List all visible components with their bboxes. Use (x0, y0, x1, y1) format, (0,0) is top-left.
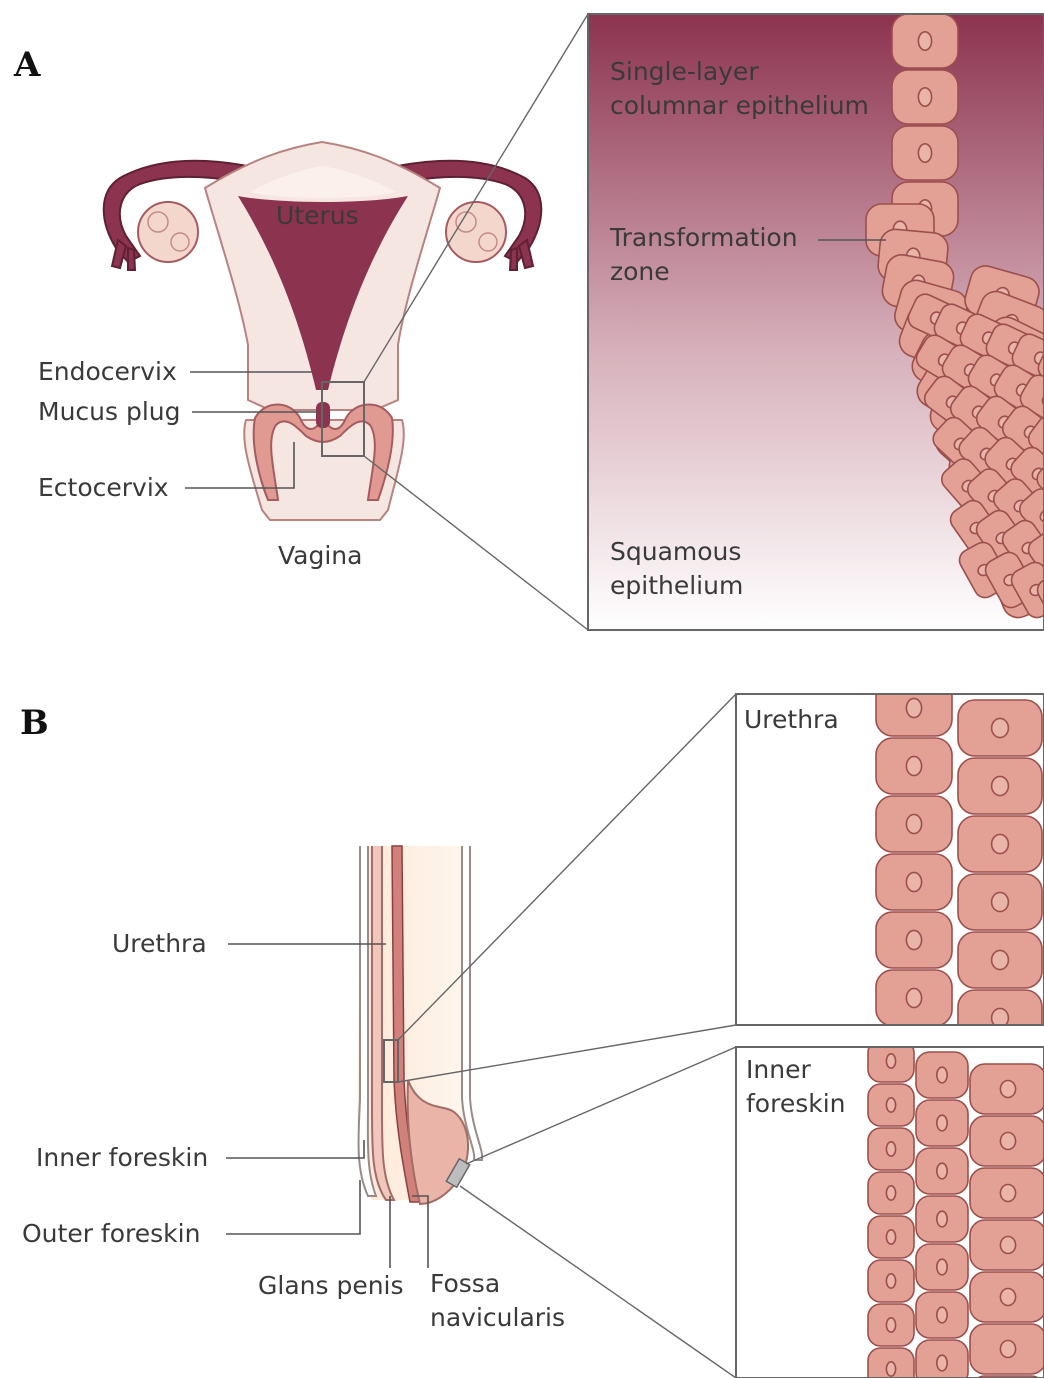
panel-a-letter: A (13, 45, 41, 85)
epithelial-cell (868, 1084, 914, 1126)
epithelial-cell (916, 1148, 968, 1194)
epithelial-cell (958, 816, 1042, 872)
leader-inner-foreskin (226, 1140, 364, 1158)
label-squamous-line2: epithelium (610, 571, 743, 600)
epithelial-cell (876, 854, 952, 910)
epithelial-cell (868, 1260, 914, 1302)
zoom-line-b2-top (466, 1047, 736, 1164)
inset-cervical-epithelium: Single-layer columnar epithelium Transfo… (588, 14, 1044, 651)
label-columnar-line1: Single-layer (610, 57, 759, 86)
epithelial-cell (970, 1116, 1044, 1166)
epithelial-cell (916, 1052, 968, 1098)
zoom-line-b2-bottom (460, 1186, 736, 1378)
epithelial-cell (876, 970, 952, 1026)
leader-fossa-navicularis (412, 1196, 428, 1268)
epithelial-cell (916, 1100, 968, 1146)
epithelial-cell (970, 1168, 1044, 1218)
label-inset-urethra: Urethra (744, 705, 839, 734)
epithelial-cell (868, 1216, 914, 1258)
inset-inner-foreskin-epithelium: Inner foreskin (736, 1040, 1044, 1378)
label-glans-penis: Glans penis (258, 1271, 404, 1300)
label-ectocervix: Ectocervix (38, 473, 169, 502)
zoom-line-a-bottom (364, 456, 588, 630)
label-inset-inner-line1: Inner (746, 1055, 811, 1084)
epithelial-cell (876, 680, 952, 736)
epithelial-cell (868, 1304, 914, 1346)
label-transformation-line1: Transformation (609, 223, 798, 252)
label-squamous-line1: Squamous (610, 537, 741, 566)
panel-a: A (13, 14, 1044, 651)
epithelial-cell (916, 1244, 968, 1290)
epithelial-cell (958, 932, 1042, 988)
epithelial-cell (892, 126, 958, 180)
label-urethra: Urethra (112, 929, 207, 958)
epithelial-cell (868, 1128, 914, 1170)
epithelial-cell (916, 1292, 968, 1338)
epithelial-cell (958, 874, 1042, 930)
label-vagina: Vagina (278, 541, 362, 570)
inset-urethra-epithelium: Urethra (736, 680, 1044, 1084)
label-columnar-line2: columnar epithelium (610, 91, 869, 120)
label-inset-inner-line2: foreskin (746, 1089, 846, 1118)
epithelial-cell (892, 70, 958, 124)
epithelial-cell (892, 14, 958, 68)
epithelial-cell (970, 1324, 1044, 1374)
epithelial-cell (958, 990, 1042, 1046)
epithelial-cell (868, 1348, 914, 1378)
epithelial-cell (970, 1064, 1044, 1114)
panel-b-letter: B (20, 703, 49, 743)
label-endocervix: Endocervix (38, 357, 177, 386)
label-uterus: Uterus (276, 201, 359, 230)
label-transformation-line2: zone (610, 257, 670, 286)
epithelial-cell (868, 1172, 914, 1214)
label-mucus-plug: Mucus plug (38, 397, 181, 426)
label-inner-foreskin: Inner foreskin (36, 1143, 208, 1172)
leader-outer-foreskin (226, 1180, 360, 1234)
epithelial-cell (970, 1220, 1044, 1270)
epithelial-cell (958, 758, 1042, 814)
penis-drawing (358, 846, 483, 1204)
epithelial-cell (876, 912, 952, 968)
epithelial-cell (916, 1340, 968, 1378)
label-fossa-line1: Fossa (430, 1269, 500, 1298)
label-fossa-line2: navicularis (430, 1303, 565, 1332)
epithelial-cell (876, 796, 952, 852)
epithelial-cell (958, 700, 1042, 756)
panel-b: B Urethra Inner foreskin Outer foreskin … (20, 680, 1044, 1378)
epithelial-cell (970, 1272, 1044, 1322)
left-ovary (138, 202, 198, 262)
label-outer-foreskin: Outer foreskin (22, 1219, 200, 1248)
epithelial-cell (876, 738, 952, 794)
epithelial-cell (916, 1196, 968, 1242)
